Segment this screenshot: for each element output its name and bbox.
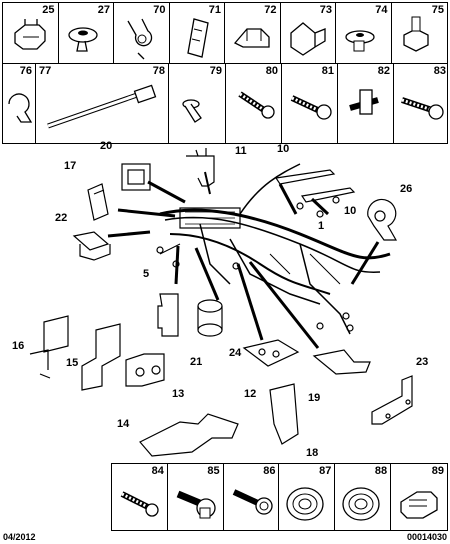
stud-clip-icon bbox=[402, 16, 429, 52]
grommet-icon bbox=[286, 487, 325, 521]
footer-reference: 00014030 bbox=[406, 532, 447, 542]
part-cell-86[interactable]: 86 bbox=[224, 464, 280, 530]
callout-5: 5 bbox=[143, 268, 150, 280]
part-cell-74[interactable]: 74 bbox=[336, 3, 392, 63]
part-cell-72[interactable]: 72 bbox=[225, 3, 281, 63]
part-number: 76 bbox=[19, 65, 32, 77]
part-number: 80 bbox=[265, 65, 278, 77]
part-cell-75[interactable]: 75 bbox=[392, 3, 448, 63]
push-clip-icon bbox=[67, 27, 98, 52]
part-cell-71[interactable]: 71 bbox=[170, 3, 225, 63]
part-cell-80[interactable]: 80 bbox=[226, 64, 282, 143]
double-clip-icon bbox=[289, 22, 326, 56]
part-number: 74 bbox=[375, 4, 388, 16]
flange-bolt-icon bbox=[232, 489, 273, 515]
part-cell-79[interactable]: 79 bbox=[169, 64, 226, 143]
part-cell-89[interactable]: 89 bbox=[391, 464, 447, 530]
connector-cap-icon bbox=[400, 491, 438, 519]
part-number: 77 bbox=[39, 65, 52, 77]
part-cell-27[interactable]: 27 bbox=[59, 3, 114, 63]
part-cell-88[interactable]: 88 bbox=[335, 464, 392, 530]
parts-row-3: 84 85 86 87 88 89 bbox=[111, 463, 448, 531]
part-cell-83[interactable]: 83 bbox=[394, 64, 449, 143]
callout-13: 13 bbox=[172, 388, 185, 400]
callout-16: 16 bbox=[12, 340, 25, 352]
part-number: 73 bbox=[319, 4, 332, 16]
grommet-icon bbox=[342, 487, 380, 521]
callout-18: 18 bbox=[306, 447, 319, 459]
part-cell-87[interactable]: 87 bbox=[279, 464, 336, 530]
callout-10-top: 10 bbox=[277, 143, 290, 155]
parts-row-2: 76 77 78 79 80 81 82 83 bbox=[2, 64, 448, 144]
part-number: 75 bbox=[431, 4, 444, 16]
parts-row-1: 25 27 70 71 72 73 74 75 bbox=[2, 2, 448, 64]
cable-tie-icon bbox=[47, 84, 157, 129]
callout-22: 22 bbox=[55, 212, 68, 224]
part-cell-70[interactable]: 70 bbox=[114, 3, 170, 63]
screw-icon bbox=[290, 95, 332, 120]
callout-14: 14 bbox=[117, 418, 130, 430]
part-number: 79 bbox=[209, 65, 222, 77]
callout-24: 24 bbox=[229, 347, 242, 359]
callout-10-bottom: 10 bbox=[344, 205, 357, 217]
clip-icon bbox=[14, 19, 46, 50]
part-number: 78 bbox=[152, 65, 165, 77]
callout-1: 1 bbox=[318, 220, 325, 232]
callout-26: 26 bbox=[400, 183, 413, 195]
footer-date: 04/2012 bbox=[3, 532, 36, 542]
callout-11: 11 bbox=[235, 145, 247, 157]
plug-rivet-icon bbox=[182, 99, 202, 123]
rivet-clip-icon bbox=[345, 30, 375, 52]
callout-17: 17 bbox=[64, 160, 77, 172]
part-number: 84 bbox=[151, 465, 164, 477]
wiring-harness-diagram bbox=[29, 148, 413, 457]
part-cell-77-78[interactable]: 77 78 bbox=[36, 64, 169, 143]
part-number: 27 bbox=[97, 4, 110, 16]
part-number: 83 bbox=[433, 65, 446, 77]
callout-20: 20 bbox=[100, 140, 113, 152]
part-number: 87 bbox=[319, 465, 332, 477]
part-number: 82 bbox=[377, 65, 390, 77]
bracket-clip-icon bbox=[186, 18, 209, 58]
part-number: 81 bbox=[321, 65, 334, 77]
callout-23: 23 bbox=[416, 356, 429, 368]
part-cell-81[interactable]: 81 bbox=[282, 64, 338, 143]
p-clip-icon bbox=[8, 93, 33, 123]
edge-clip-icon bbox=[233, 28, 270, 48]
callout-15: 15 bbox=[66, 357, 79, 369]
bolt-washer-icon bbox=[176, 490, 216, 519]
screw-icon bbox=[238, 91, 275, 119]
callout-21: 21 bbox=[190, 356, 203, 368]
cable-clamp-icon bbox=[127, 18, 153, 60]
part-cell-76[interactable]: 76 bbox=[3, 64, 36, 143]
part-number: 88 bbox=[374, 465, 388, 477]
callout-12: 12 bbox=[244, 388, 257, 400]
part-cell-25[interactable]: 25 bbox=[3, 3, 59, 63]
part-cell-82[interactable]: 82 bbox=[338, 64, 394, 143]
part-cell-84[interactable]: 84 bbox=[112, 464, 168, 530]
part-number: 85 bbox=[207, 465, 220, 477]
callout-19: 19 bbox=[308, 392, 321, 404]
screw-icon bbox=[401, 97, 444, 120]
part-number: 70 bbox=[153, 4, 166, 16]
part-number: 25 bbox=[42, 4, 55, 16]
bolt-nut-icon bbox=[349, 89, 379, 115]
part-number: 71 bbox=[208, 4, 221, 16]
part-number: 72 bbox=[264, 4, 277, 16]
screw-icon bbox=[120, 491, 159, 517]
part-cell-85[interactable]: 85 bbox=[168, 464, 224, 530]
harness-drawing bbox=[29, 148, 413, 457]
part-cell-73[interactable]: 73 bbox=[281, 3, 336, 63]
part-number: 89 bbox=[431, 465, 444, 477]
part-number: 86 bbox=[263, 465, 276, 477]
